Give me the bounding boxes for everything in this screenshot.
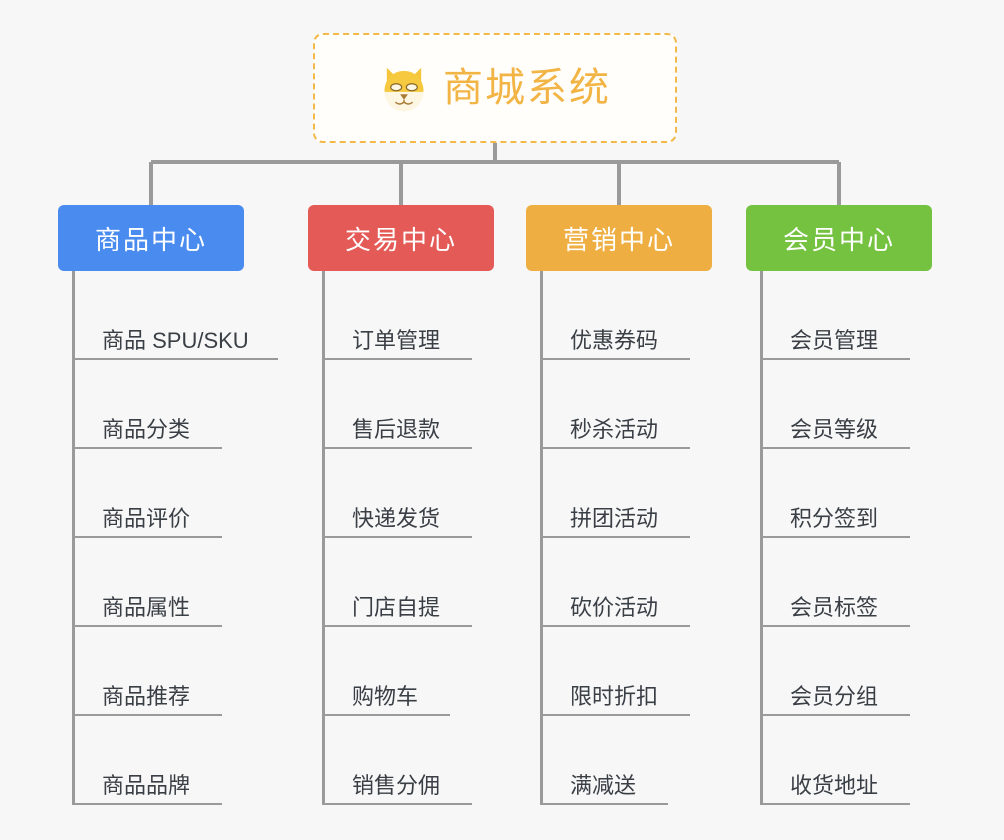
leaf-label: 商品属性 xyxy=(102,595,191,620)
leaf-rule xyxy=(72,803,222,805)
branch-spine xyxy=(760,271,763,805)
branch-items-product: 商品 SPU/SKU 商品分类 商品评价 商品属性 商品推荐 商品品牌 xyxy=(58,271,278,805)
leaf-rule xyxy=(72,358,278,360)
leaf-item[interactable]: 售后退款 xyxy=(308,360,494,449)
leaf-item[interactable]: 商品分类 xyxy=(58,360,244,449)
dog-face-icon xyxy=(379,63,429,113)
leaf-rule xyxy=(322,714,450,716)
leaf-label: 满减送 xyxy=(570,773,637,798)
branch-items-member: 会员管理 会员等级 积分签到 会员标签 会员分组 收货地址 xyxy=(746,271,932,805)
leaf-rule xyxy=(540,447,690,449)
leaf-rule xyxy=(760,803,910,805)
branch-spine xyxy=(540,271,543,805)
leaf-item[interactable]: 销售分佣 xyxy=(308,716,494,805)
leaf-rule xyxy=(322,447,472,449)
leaf-item[interactable]: 收货地址 xyxy=(746,716,932,805)
leaf-rule xyxy=(322,536,472,538)
leaf-label: 优惠券码 xyxy=(570,328,659,353)
leaf-rule xyxy=(760,447,910,449)
leaf-label: 商品分类 xyxy=(102,417,191,442)
branch-header-product[interactable]: 商品中心 xyxy=(58,205,244,271)
leaf-item[interactable]: 拼团活动 xyxy=(526,449,712,538)
leaf-rule xyxy=(540,625,690,627)
leaf-label: 拼团活动 xyxy=(570,506,659,531)
branch-column-trade: 交易中心 订单管理 售后退款 快递发货 门店自提 购物车 xyxy=(308,205,494,805)
leaf-rule xyxy=(540,536,690,538)
leaf-label: 销售分佣 xyxy=(352,773,441,798)
leaf-rule xyxy=(540,714,690,716)
leaf-item[interactable]: 会员标签 xyxy=(746,538,932,627)
leaf-label: 会员标签 xyxy=(790,595,879,620)
leaf-item[interactable]: 满减送 xyxy=(526,716,712,805)
leaf-rule xyxy=(760,536,910,538)
leaf-label: 订单管理 xyxy=(352,328,441,353)
leaf-label: 会员管理 xyxy=(790,328,879,353)
root-title: 商城系统 xyxy=(443,66,611,110)
branch-header-label: 商品中心 xyxy=(94,224,207,255)
branch-header-member[interactable]: 会员中心 xyxy=(746,205,932,271)
leaf-label: 商品推荐 xyxy=(102,684,191,709)
leaf-label: 售后退款 xyxy=(352,417,441,442)
leaf-rule xyxy=(322,358,472,360)
leaf-item[interactable]: 购物车 xyxy=(308,627,494,716)
leaf-label: 商品 SPU/SKU xyxy=(102,328,249,353)
leaf-item[interactable]: 商品推荐 xyxy=(58,627,244,716)
leaf-label: 限时折扣 xyxy=(570,684,659,709)
leaf-rule xyxy=(322,803,472,805)
leaf-rule xyxy=(72,536,222,538)
leaf-item[interactable]: 会员管理 xyxy=(746,271,932,360)
leaf-item[interactable]: 商品属性 xyxy=(58,538,244,627)
leaf-label: 积分签到 xyxy=(790,506,879,531)
leaf-item[interactable]: 商品评价 xyxy=(58,449,244,538)
leaf-item[interactable]: 商品品牌 xyxy=(58,716,244,805)
branch-column-marketing: 营销中心 优惠券码 秒杀活动 拼团活动 砍价活动 限时折扣 xyxy=(526,205,712,805)
leaf-label: 门店自提 xyxy=(352,595,441,620)
leaf-rule xyxy=(72,714,222,716)
leaf-label: 购物车 xyxy=(352,684,419,709)
leaf-rule xyxy=(322,625,472,627)
leaf-item[interactable]: 优惠券码 xyxy=(526,271,712,360)
branch-column-member: 会员中心 会员管理 会员等级 积分签到 会员标签 会员分组 xyxy=(746,205,932,805)
leaf-item[interactable]: 秒杀活动 xyxy=(526,360,712,449)
branch-spine xyxy=(72,271,75,805)
leaf-item[interactable]: 砍价活动 xyxy=(526,538,712,627)
leaf-label: 会员分组 xyxy=(790,684,879,709)
branch-header-marketing[interactable]: 营销中心 xyxy=(526,205,712,271)
leaf-item[interactable]: 商品 SPU/SKU xyxy=(58,271,278,360)
branch-items-marketing: 优惠券码 秒杀活动 拼团活动 砍价活动 限时折扣 满减送 xyxy=(526,271,712,805)
leaf-rule xyxy=(72,625,222,627)
leaf-label: 商品评价 xyxy=(102,506,191,531)
leaf-label: 秒杀活动 xyxy=(570,417,659,442)
leaf-label: 收货地址 xyxy=(790,773,879,798)
leaf-item[interactable]: 门店自提 xyxy=(308,538,494,627)
leaf-label: 快递发货 xyxy=(352,506,441,531)
leaf-item[interactable]: 积分签到 xyxy=(746,449,932,538)
root-node[interactable]: 商城系统 xyxy=(313,33,677,143)
branch-spine xyxy=(322,271,325,805)
leaf-rule xyxy=(540,358,690,360)
leaf-item[interactable]: 限时折扣 xyxy=(526,627,712,716)
leaf-rule xyxy=(760,625,910,627)
leaf-rule xyxy=(760,358,910,360)
leaf-label: 会员等级 xyxy=(790,417,879,442)
branch-items-trade: 订单管理 售后退款 快递发货 门店自提 购物车 销售分佣 xyxy=(308,271,494,805)
branch-header-label: 营销中心 xyxy=(562,224,675,255)
leaf-rule xyxy=(540,803,668,805)
leaf-rule xyxy=(760,714,910,716)
branch-column-product: 商品中心 商品 SPU/SKU 商品分类 商品评价 商品属性 商品推荐 xyxy=(58,205,278,805)
leaf-label: 砍价活动 xyxy=(570,595,659,620)
branch-header-label: 会员中心 xyxy=(782,224,895,255)
leaf-item[interactable]: 快递发货 xyxy=(308,449,494,538)
leaf-item[interactable]: 会员等级 xyxy=(746,360,932,449)
leaf-item[interactable]: 会员分组 xyxy=(746,627,932,716)
leaf-rule xyxy=(72,447,222,449)
leaf-label: 商品品牌 xyxy=(102,773,191,798)
leaf-item[interactable]: 订单管理 xyxy=(308,271,494,360)
branch-header-trade[interactable]: 交易中心 xyxy=(308,205,494,271)
branch-header-label: 交易中心 xyxy=(344,224,457,255)
